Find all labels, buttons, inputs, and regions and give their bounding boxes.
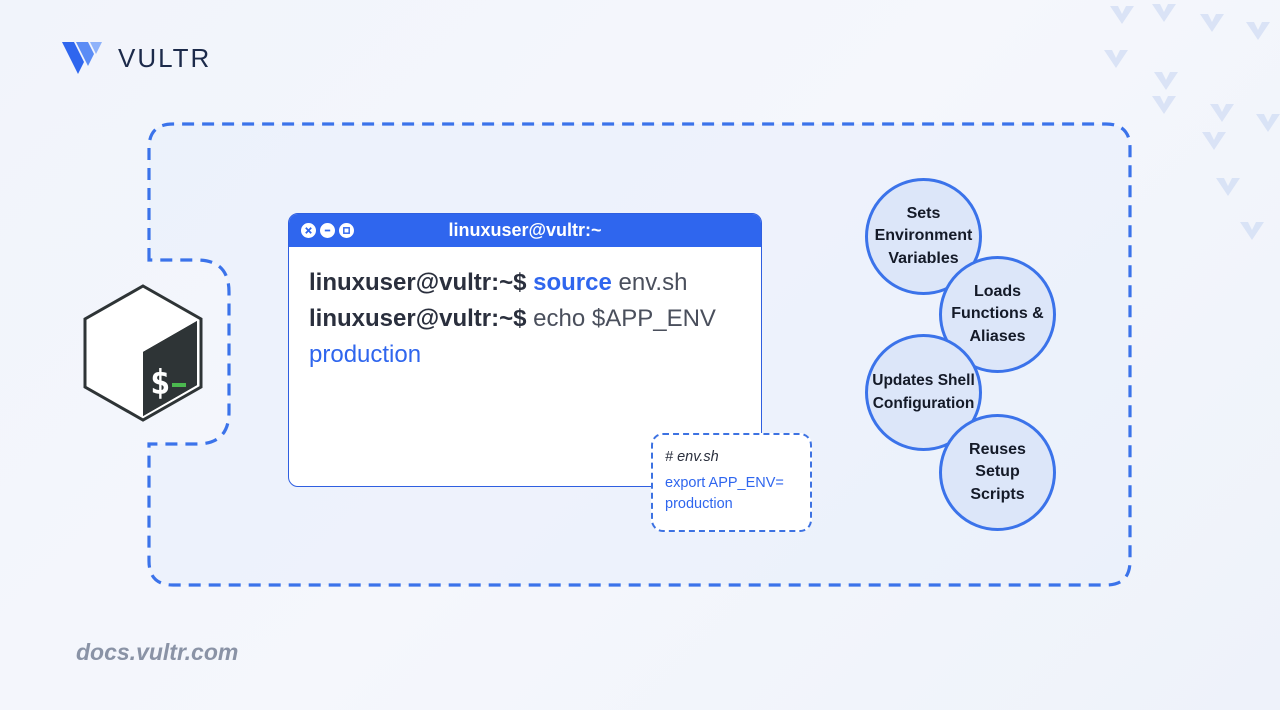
terminal-line: linuxuser@vultr:~$ source env.sh (309, 265, 741, 301)
terminal-line: linuxuser@vultr:~$ echo $APP_ENV (309, 301, 741, 337)
note-code-line: production (665, 496, 733, 512)
circle-label-line: Scripts (970, 485, 1025, 503)
circle-label-line: Setup (975, 463, 1020, 481)
circle-label-line: Variables (888, 249, 959, 267)
shell-prompt: linuxuser@vultr:~$ (309, 305, 527, 332)
command-args: env.sh (618, 269, 688, 296)
circle-label-line: Functions & (951, 305, 1044, 323)
circle-label-line: Reuses (969, 440, 1026, 458)
footer-url: docs.vultr.com (76, 639, 239, 665)
minimize-icon[interactable] (320, 223, 335, 238)
circle-label-line: Updates Shell (872, 372, 975, 389)
decorative-logo-pattern (1104, 4, 1280, 240)
brand-header: VULTR (62, 40, 211, 76)
note-comment: # env.sh (665, 449, 719, 465)
command-source: source (533, 269, 612, 296)
bash-terminal-icon: $ (83, 284, 203, 422)
close-icon[interactable] (301, 223, 316, 238)
note-code-line: export APP_ENV= (665, 475, 784, 491)
command-echo: echo $APP_ENV (533, 305, 716, 332)
window-controls (301, 223, 354, 238)
maximize-icon[interactable] (339, 223, 354, 238)
bash-cursor (172, 383, 186, 387)
circle-label-line: Loads (973, 282, 1022, 300)
terminal-title-bar: linuxuser@vultr:~ (289, 214, 761, 247)
circle-label-line: Aliases (969, 327, 1026, 345)
env-file-note: # env.sh export APP_ENV= production (651, 433, 812, 532)
benefit-circle-reuses-scripts: Reuses Setup Scripts (939, 414, 1056, 531)
terminal-body: linuxuser@vultr:~$ source env.sh linuxus… (289, 247, 761, 373)
shell-prompt: linuxuser@vultr:~$ (309, 269, 527, 296)
circle-label-line: Configuration (872, 394, 975, 412)
vultr-logo-icon (62, 42, 102, 74)
circle-label-line: Sets (906, 204, 941, 222)
terminal-title: linuxuser@vultr:~ (448, 220, 602, 240)
circle-label-line: Environment (874, 227, 973, 245)
bash-dollar-glyph: $ (150, 363, 170, 403)
brand-name: VULTR (118, 42, 212, 73)
command-output: production (309, 341, 422, 368)
